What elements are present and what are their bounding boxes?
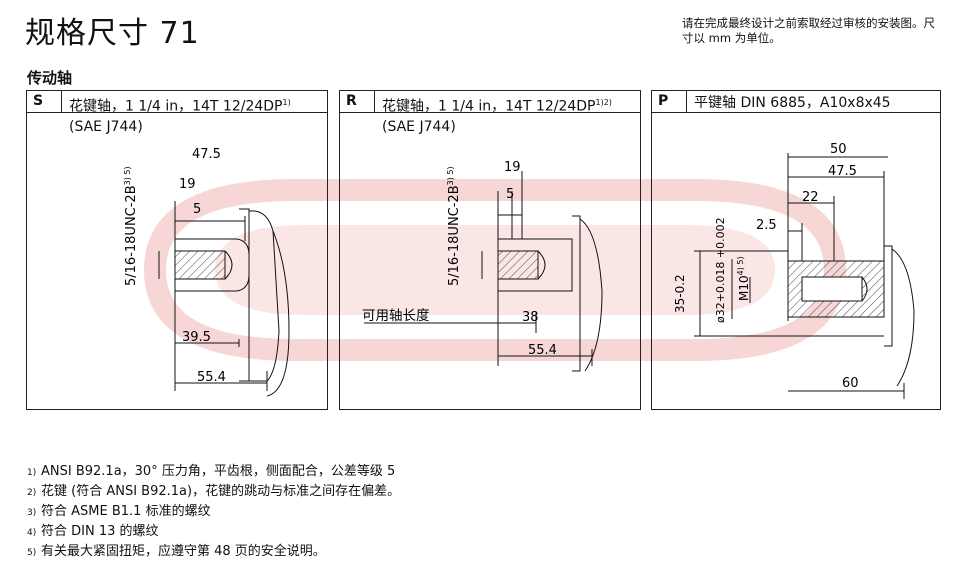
panel-s-line2: (SAE J744) bbox=[69, 118, 143, 135]
panel-s-dim-475: 47.5 bbox=[192, 147, 221, 162]
panel-p-dim-35: 35-0.2 bbox=[673, 274, 687, 313]
footnote-3: 3)符合 ASME B1.1 标准的螺纹 bbox=[27, 504, 211, 519]
panel-s-desc: 花键轴，1 1/4 in，14T 12/24DP1) (SAE J744) bbox=[69, 98, 291, 135]
panel-r-code: R bbox=[346, 93, 357, 109]
footnote-5: 5)有关最大紧固扭矩，应遵守第 48 页的安全说明。 bbox=[27, 544, 326, 559]
page-title: 规格尺寸 71 bbox=[25, 16, 200, 51]
panel-s-code: S bbox=[33, 93, 44, 109]
panel-s-drawing: 47.5 19 5 39.5 55.4 5/16-18UNC-2B3) 5) bbox=[123, 147, 290, 397]
footnote-1: 1)ANSI B92.1a，30° 压力角，平齿根，侧面配合，公差等级 5 bbox=[27, 464, 396, 479]
panel-r-dim-38: 38 bbox=[522, 310, 539, 325]
panel-p-dim-22: 22 bbox=[802, 190, 819, 205]
panel-p-dim-475: 47.5 bbox=[828, 164, 857, 179]
panel-p-dim-60: 60 bbox=[842, 376, 859, 391]
footnote-2: 2)花键 (符合 ANSI B92.1a)，花键的跳动与标准之间存在偏差。 bbox=[27, 484, 401, 499]
panel-s-line1: 花键轴，1 1/4 in，14T 12/24DP bbox=[69, 98, 283, 115]
panel-s-dim-5: 5 bbox=[193, 202, 201, 217]
panel-p-desc: 平键轴 DIN 6885，A10x8x45 bbox=[694, 93, 891, 113]
panel-r-drawing: 19 5 可用轴长度 38 55.4 5/16-18UNC-2B3) 5) bbox=[362, 160, 603, 372]
panel-r-dim-19: 19 bbox=[504, 160, 521, 175]
panel-p-dim-32: ø32+0.018 +0.002 bbox=[714, 217, 727, 323]
panel-r-line1: 花键轴，1 1/4 in，14T 12/24DP bbox=[382, 98, 596, 115]
panel-p-thread: M104) 5) bbox=[736, 256, 751, 301]
panel-p-line1: 平键轴 DIN 6885，A10x8x45 bbox=[694, 95, 891, 111]
panel-p-code: P bbox=[658, 93, 669, 109]
panel-p: P 平键轴 DIN 6885，A10x8x45 bbox=[651, 90, 941, 410]
panel-s-dim-554: 55.4 bbox=[197, 370, 226, 385]
panel-s-dim-19: 19 bbox=[179, 177, 196, 192]
panel-p-drawing: 50 47.5 22 2.5 60 35-0.2 ø32+0.018 +0.00… bbox=[673, 142, 915, 399]
approval-note: 请在完成最终设计之前索取经过审核的安装图。尺寸以 mm 为单位。 bbox=[682, 16, 935, 45]
panel-r: R 花键轴，1 1/4 in，14T 12/24DP1)2) (SAE J744… bbox=[339, 90, 641, 410]
panel-s-dim-395: 39.5 bbox=[182, 330, 211, 345]
panel-p-dim-25: 2.5 bbox=[756, 218, 777, 233]
panel-r-thread: 5/16-18UNC-2B3) 5) bbox=[446, 166, 462, 286]
panel-s-thread: 5/16-18UNC-2B3) 5) bbox=[123, 166, 139, 286]
panel-s: S 花键轴，1 1/4 in，14T 12/24DP1) (SAE J744) bbox=[26, 90, 328, 410]
panel-r-dim-554: 55.4 bbox=[528, 343, 557, 358]
section-title: 传动轴 bbox=[27, 69, 73, 87]
panel-p-dim-50: 50 bbox=[830, 142, 847, 157]
panel-r-line2: (SAE J744) bbox=[382, 118, 456, 135]
panel-r-desc: 花键轴，1 1/4 in，14T 12/24DP1)2) (SAE J744) bbox=[382, 98, 612, 135]
panel-r-usable-length: 可用轴长度 bbox=[362, 308, 430, 324]
footnote-4: 4)符合 DIN 13 的螺纹 bbox=[27, 524, 159, 539]
panel-r-dim-5: 5 bbox=[506, 187, 514, 202]
